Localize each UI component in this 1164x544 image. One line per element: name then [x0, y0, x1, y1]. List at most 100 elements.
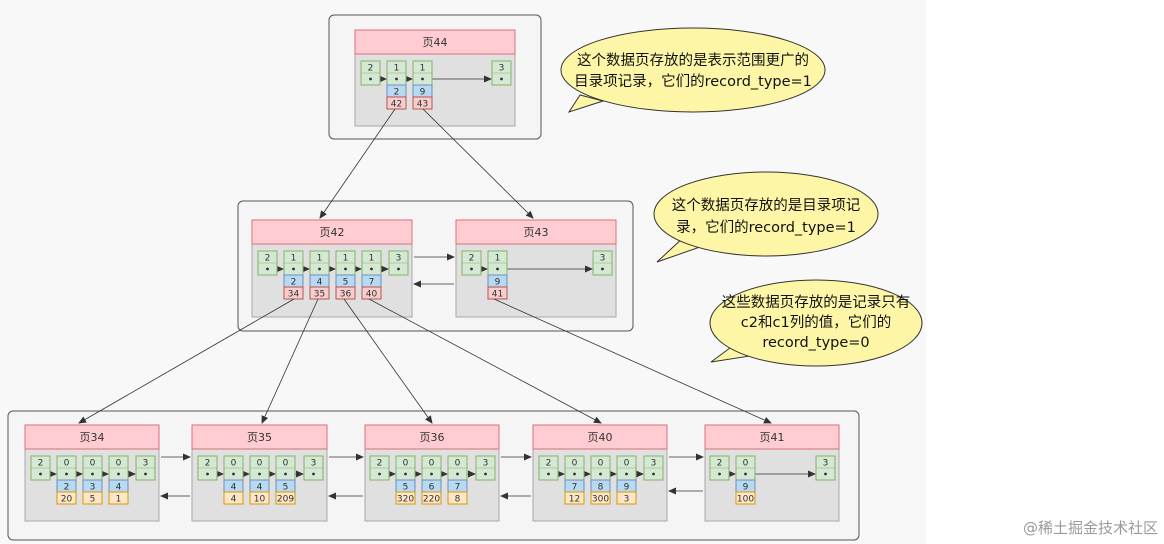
record-type-label: 1 — [343, 254, 349, 264]
record-type-label: 3 — [499, 64, 505, 74]
child-page-label: 40 — [366, 290, 378, 300]
next-pointer-dot — [312, 472, 315, 476]
value-label: 8 — [455, 495, 461, 505]
callout-text-line: 录，它们的record_type=1 — [676, 218, 856, 236]
page-title: 页44 — [423, 36, 448, 49]
child-page-cell — [487, 286, 508, 300]
record: 3 — [135, 455, 156, 481]
record: 3 — [643, 455, 664, 481]
key-label: 4 — [257, 483, 263, 493]
record: 0 — [249, 455, 270, 481]
record: 0 — [447, 455, 468, 481]
next-pointer-dot — [284, 472, 287, 476]
value-cell — [223, 491, 244, 505]
record: 3 — [815, 455, 836, 481]
link-42-to-35 — [261, 298, 319, 424]
value-cell — [447, 491, 468, 505]
callout-tail — [567, 94, 605, 113]
page-header — [455, 219, 617, 245]
links-layer — [78, 108, 772, 500]
key-label: 9 — [420, 88, 426, 98]
child-page-cell — [412, 96, 433, 110]
next-pointer-dot — [91, 472, 94, 476]
key-label: 8 — [598, 483, 604, 493]
next-pointer-dot — [232, 472, 235, 476]
next-pointer-dot — [65, 472, 68, 476]
key-label: 2 — [64, 483, 70, 493]
page-title: 页42 — [320, 226, 345, 239]
page-title: 页43 — [524, 226, 549, 239]
record: 0 — [82, 455, 103, 481]
record-type-label: 2 — [368, 64, 374, 74]
link-44-to-42 — [319, 108, 396, 219]
key-label: 5 — [343, 278, 349, 288]
child-page-label: 41 — [492, 290, 503, 300]
value-label: 220 — [423, 495, 440, 505]
record-type-label: 0 — [624, 459, 630, 469]
callout-text-line: 这个数据页存放的是表示范围更广的 — [577, 52, 809, 69]
value-cell — [108, 491, 129, 505]
record-type-label: 2 — [205, 459, 211, 469]
next-pointer-dot — [599, 472, 602, 476]
value-label: 320 — [397, 495, 414, 505]
key-label: 5 — [283, 483, 289, 493]
record-type-label: 1 — [394, 64, 400, 74]
record-type-label: 3 — [143, 459, 149, 469]
child-page-label: 42 — [391, 100, 402, 110]
record: 0 — [735, 455, 756, 481]
key-label: 5 — [403, 483, 409, 493]
record: 2 — [197, 455, 218, 481]
key-label: 7 — [369, 278, 375, 288]
callout-text-line: 这些数据页存放的是记录只有 — [722, 294, 911, 311]
record: 0 — [421, 455, 442, 481]
page-title: 页41 — [760, 431, 785, 444]
record-type-label: 2 — [377, 459, 383, 469]
callout-text-line: 这个数据页存放的是目录项记 — [672, 197, 861, 214]
page-header — [532, 424, 668, 450]
next-pointer-dot — [496, 267, 499, 271]
child-page-cell — [361, 286, 382, 300]
record-type-label: 2 — [717, 459, 723, 469]
next-pointer-dot — [370, 267, 373, 271]
record: 3 — [475, 455, 496, 481]
record-type-label: 3 — [600, 254, 606, 264]
key-label: 9 — [495, 278, 501, 288]
record-type-label: 0 — [598, 459, 604, 469]
next-pointer-dot — [144, 472, 147, 476]
page-header — [364, 424, 500, 450]
record: 1 — [361, 250, 382, 276]
record-type-label: 2 — [265, 254, 271, 264]
page-header — [251, 219, 413, 245]
record-type-label: 3 — [823, 459, 829, 469]
record: 0 — [395, 455, 416, 481]
record: 1 — [335, 250, 356, 276]
next-pointer-dot — [484, 472, 487, 476]
record-type-label: 0 — [572, 459, 578, 469]
value-cell — [564, 491, 585, 505]
value-label: 3 — [624, 495, 630, 505]
value-cell — [616, 491, 637, 505]
value-label: 5 — [90, 495, 96, 505]
next-pointer-dot — [292, 267, 295, 271]
key-label: 4 — [116, 483, 122, 493]
next-pointer-dot — [718, 472, 721, 476]
page-header — [24, 424, 160, 450]
key-label: 3 — [90, 483, 96, 493]
callout-bubble — [653, 171, 879, 257]
key-label: 9 — [743, 483, 749, 493]
record: 0 — [616, 455, 637, 481]
next-pointer-dot — [206, 472, 209, 476]
record: 1 — [283, 250, 304, 276]
next-pointer-dot — [500, 77, 503, 81]
record: 3 — [592, 250, 613, 276]
next-pointer-dot — [824, 472, 827, 476]
callout-text-line: record_type=0 — [762, 335, 869, 351]
record: 2 — [538, 455, 559, 481]
next-pointer-dot — [421, 77, 424, 81]
link-42-to-36 — [343, 298, 433, 424]
link-44-to-43 — [422, 108, 534, 219]
